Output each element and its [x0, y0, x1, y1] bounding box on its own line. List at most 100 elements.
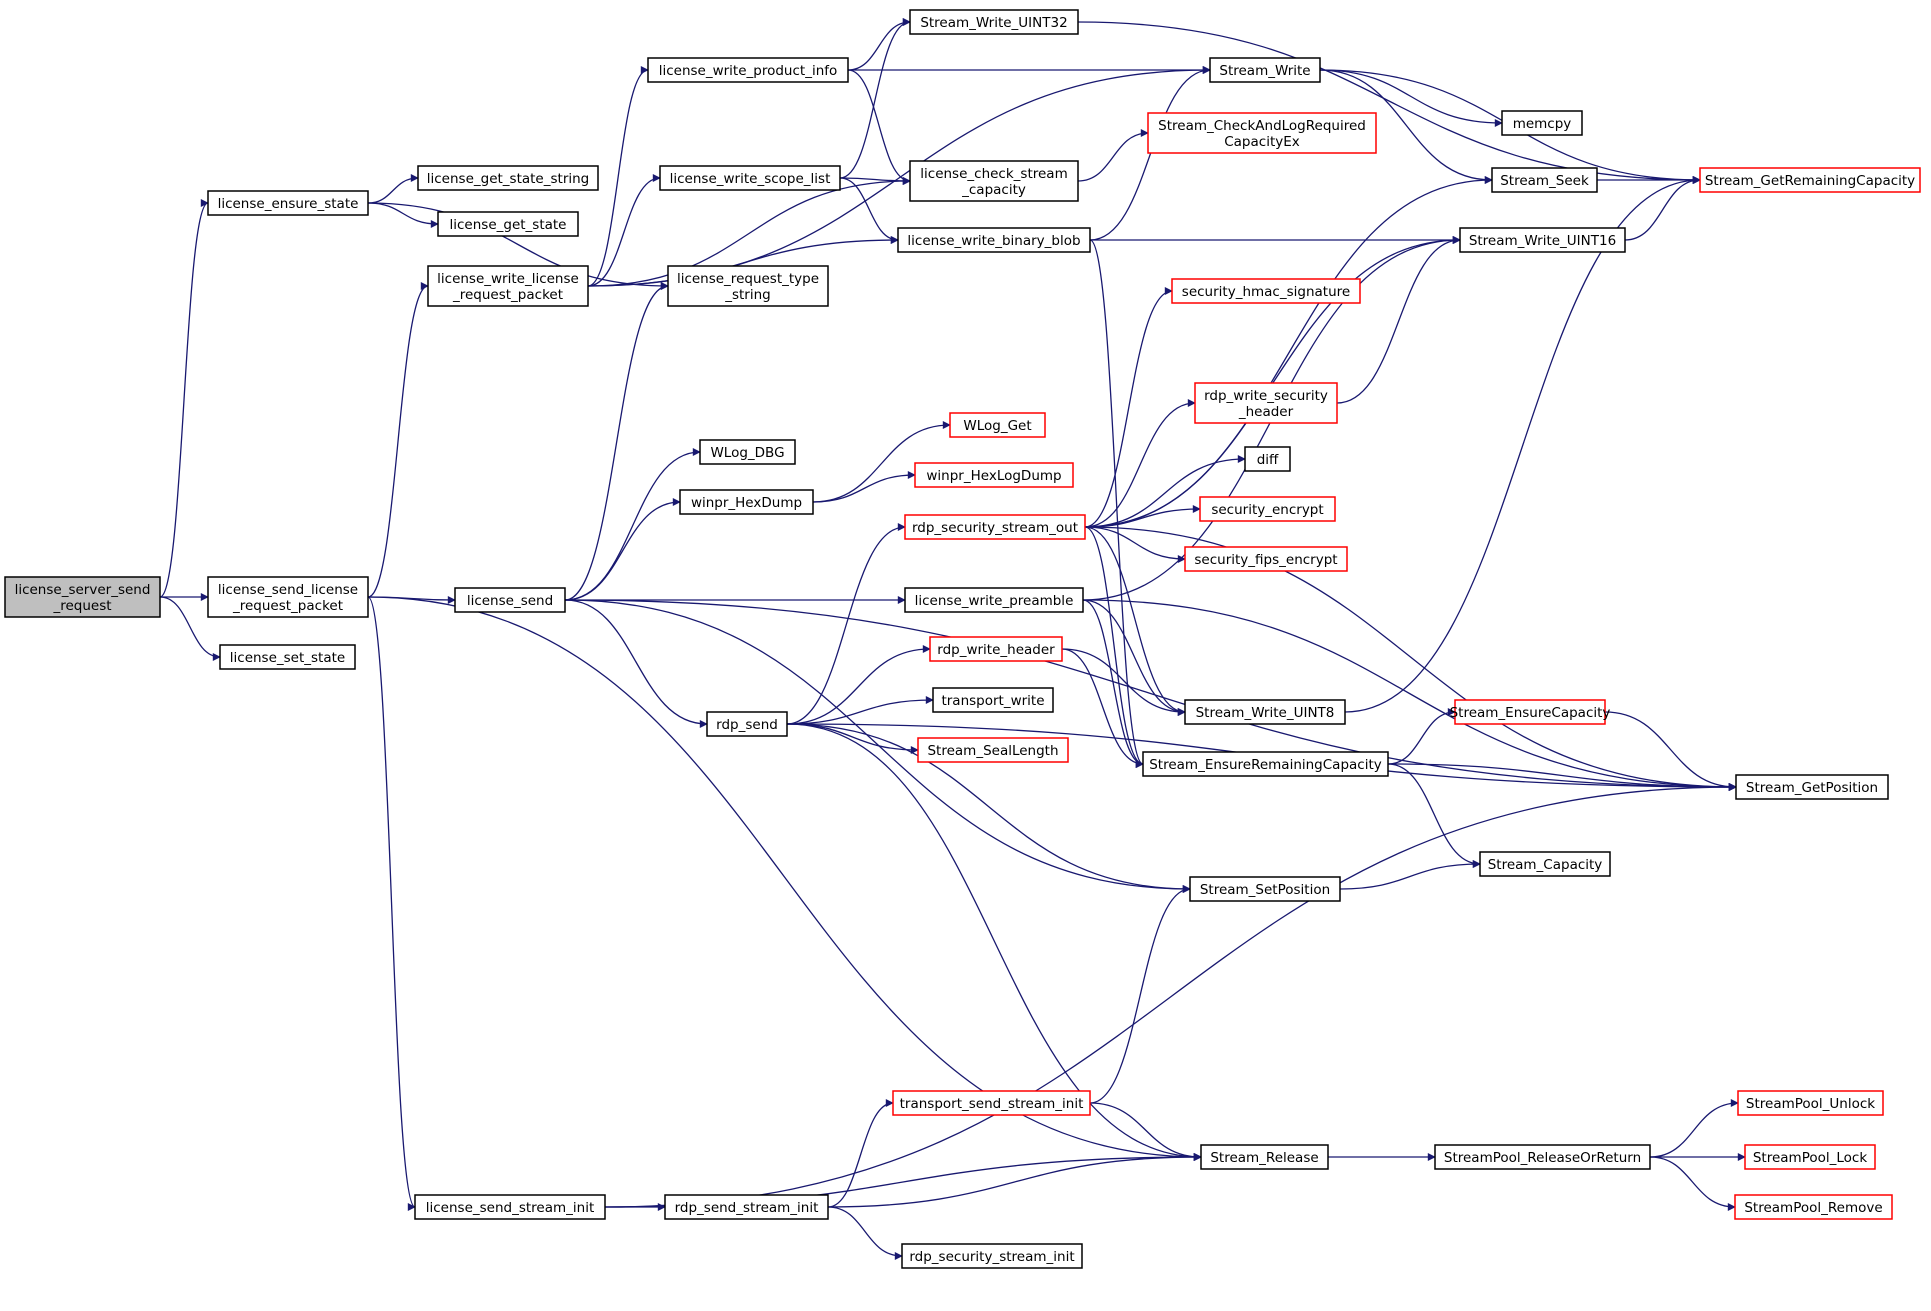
call-edge-n28-n38 [1084, 526, 1144, 768]
function-node-wlog-dbg[interactable]: WLog_DBG [699, 439, 796, 465]
node-label: _string [724, 287, 771, 303]
function-node-license-get-state[interactable]: license_get_state [437, 211, 579, 237]
node-label: transport_send_stream_init [900, 1096, 1084, 1112]
call-edge-n28-n30 [1084, 526, 1186, 563]
function-node-stream-write-uint16[interactable]: Stream_Write_UINT16 [1459, 227, 1626, 253]
function-node-rdp-send-stream-init[interactable]: rdp_send_stream_init [664, 1194, 829, 1220]
function-node-rdp-security-stream-out[interactable]: rdp_security_stream_out [904, 514, 1086, 540]
node-box [454, 587, 566, 613]
function-node-license-server-send-request[interactable]: license_server_send_request [4, 576, 161, 618]
function-node-rdp-security-stream-init[interactable]: rdp_security_stream_init [901, 1243, 1083, 1269]
node-box [1171, 278, 1361, 304]
node-label: license_get_state [450, 217, 567, 233]
function-node-license-write-binary-blob[interactable]: license_write_binary_blob [897, 227, 1091, 253]
function-node-stream-seallength[interactable]: Stream_SealLength [917, 737, 1069, 763]
function-node-streampool-unlock[interactable]: StreamPool_Unlock [1737, 1090, 1884, 1116]
function-node-license-write-preamble[interactable]: license_write_preamble [904, 587, 1084, 613]
call-edge-n7-n15 [587, 236, 899, 287]
function-node-license-request-type-string[interactable]: license_request_type_string [667, 265, 829, 307]
function-node-license-write-license-request-packet[interactable]: license_write_license_request_packet [427, 265, 589, 307]
function-node-license-ensure-state[interactable]: license_ensure_state [207, 190, 369, 216]
function-node-security-encrypt[interactable]: security_encrypt [1199, 496, 1336, 522]
function-node-stream-ensureremainingcapacity[interactable]: Stream_EnsureRemainingCapacity [1142, 751, 1389, 777]
node-label: Stream_Seek [1500, 173, 1589, 189]
function-node-stream-getposition[interactable]: Stream_GetPosition [1735, 774, 1889, 800]
function-node-license-write-scope-list[interactable]: license_write_scope_list [659, 165, 841, 191]
node-label: WLog_DBG [710, 445, 784, 461]
node-box [917, 737, 1069, 763]
function-node-streampool-remove[interactable]: StreamPool_Remove [1734, 1194, 1893, 1220]
call-edge-n35-n41 [786, 723, 1191, 893]
node-box [901, 1243, 1083, 1269]
call-edge-n42-n41 [1089, 885, 1191, 1104]
node-box [1735, 774, 1889, 800]
function-node-security-fips-encrypt[interactable]: security_fips_encrypt [1184, 546, 1348, 572]
node-box [414, 1194, 606, 1220]
function-node-stream-ensurecapacity[interactable]: Stream_EnsureCapacity [1450, 699, 1611, 725]
function-node-stream-setposition[interactable]: Stream_SetPosition [1189, 876, 1341, 902]
node-label: license_get_state_string [427, 171, 590, 187]
function-node-license-get-state-string[interactable]: license_get_state_string [417, 165, 599, 191]
function-node-license-send[interactable]: license_send [454, 587, 566, 613]
function-node-stream-capacity[interactable]: Stream_Capacity [1479, 851, 1611, 877]
function-node-transport-write[interactable]: transport_write [932, 687, 1054, 713]
node-box [1454, 699, 1606, 725]
node-box [929, 636, 1063, 662]
node-label: Stream_EnsureRemainingCapacity [1149, 757, 1382, 773]
node-label: StreamPool_Unlock [1746, 1096, 1875, 1112]
function-node-diff[interactable]: diff [1244, 446, 1291, 472]
function-node-stream-seek[interactable]: Stream_Seek [1491, 167, 1598, 193]
function-node-transport-send-stream-init[interactable]: transport_send_stream_init [892, 1090, 1091, 1116]
node-label: license_send_stream_init [426, 1200, 595, 1216]
node-label: license_server_send [15, 582, 151, 598]
node-label: winpr_HexLogDump [926, 468, 1061, 484]
function-node-winpr-hexdump[interactable]: winpr_HexDump [679, 489, 814, 515]
function-node-stream-write[interactable]: Stream_Write [1209, 57, 1321, 83]
function-node-license-write-product-info[interactable]: license_write_product_info [647, 57, 849, 83]
node-label: Stream_Write_UINT16 [1469, 233, 1616, 249]
function-node-stream-write-uint32[interactable]: Stream_Write_UINT32 [909, 9, 1079, 35]
call-edge-n13-n18 [1319, 69, 1493, 184]
call-edge-n28-n39 [1084, 526, 1737, 791]
node-box [1209, 57, 1321, 83]
function-node-security-hmac-signature[interactable]: security_hmac_signature [1171, 278, 1361, 304]
call-edge-n5-n11 [367, 596, 416, 1211]
function-node-stream-release[interactable]: Stream_Release [1200, 1144, 1329, 1170]
function-node-license-send-stream-init[interactable]: license_send_stream_init [414, 1194, 606, 1220]
call-edge-n9-n15 [839, 177, 899, 244]
function-node-memcpy[interactable]: memcpy [1501, 110, 1583, 136]
node-label: Stream_CheckAndLogRequired [1158, 118, 1366, 134]
node-label: security_fips_encrypt [1194, 552, 1337, 568]
call-edge-n15-n38 [1089, 239, 1144, 768]
node-label: license_write_binary_blob [907, 233, 1080, 249]
function-node-rdp-write-security-header[interactable]: rdp_write_security_header [1194, 382, 1338, 424]
call-edge-n42-n43 [1089, 1102, 1202, 1161]
node-box [909, 9, 1079, 35]
function-node-license-set-state[interactable]: license_set_state [219, 644, 356, 670]
node-label: security_hmac_signature [1182, 284, 1350, 300]
node-label: _request [52, 598, 111, 614]
node-box [904, 514, 1086, 540]
function-node-rdp-send[interactable]: rdp_send [706, 711, 788, 737]
function-node-streampool-releaseorreturn[interactable]: StreamPool_ReleaseOrReturn [1434, 1144, 1651, 1170]
call-edge-n48-n43 [827, 1153, 1202, 1208]
node-label: rdp_write_security [1204, 388, 1328, 404]
node-box [4, 576, 161, 618]
function-node-wlog-get[interactable]: WLog_Get [949, 412, 1046, 438]
call-edge-n10-n26 [564, 498, 681, 601]
function-node-stream-write-uint8[interactable]: Stream_Write_UINT8 [1184, 699, 1346, 725]
node-label: memcpy [1513, 116, 1572, 132]
function-node-license-send-license-request-packet[interactable]: license_send_license_request_packet [207, 576, 369, 618]
node-label: Stream_EnsureCapacity [1450, 705, 1611, 721]
call-edge-n8-n12 [847, 18, 911, 71]
function-node-winpr-hexlogdump[interactable]: winpr_HexLogDump [914, 462, 1074, 488]
function-node-stream-getremainingcapacity[interactable]: Stream_GetRemainingCapacity [1699, 167, 1921, 193]
call-edge-n0-n1 [159, 199, 209, 598]
function-node-streampool-lock[interactable]: StreamPool_Lock [1744, 1144, 1876, 1170]
function-node-license-check-stream-capacity[interactable]: license_check_stream_capacity [909, 160, 1079, 202]
node-box [1189, 876, 1341, 902]
node-box [1434, 1144, 1651, 1170]
function-node-rdp-write-header[interactable]: rdp_write_header [929, 636, 1063, 662]
